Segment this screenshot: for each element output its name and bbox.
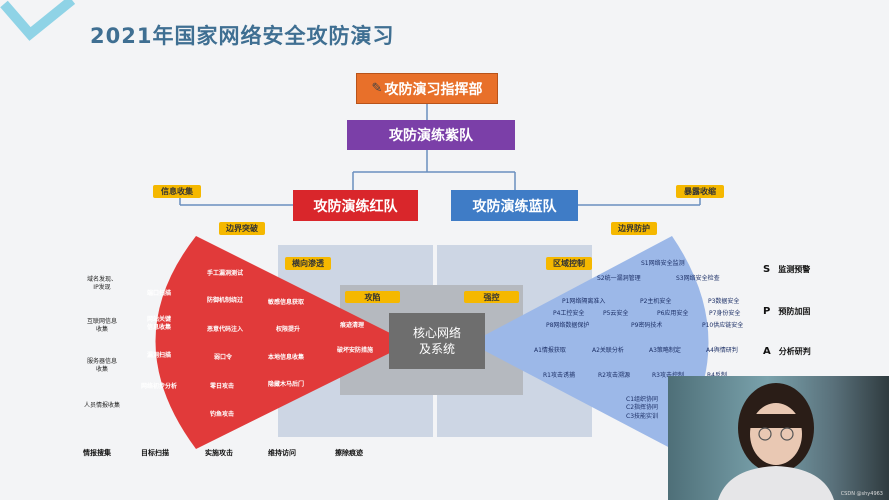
bottom-label: 实施攻击 xyxy=(205,449,233,457)
red-item: 恶意代码注入 xyxy=(207,326,244,333)
bottom-label: 情报搜集 xyxy=(83,449,111,457)
tag-lateral: 横向渗透 xyxy=(285,257,331,270)
bottom-label: 目标扫描 xyxy=(141,449,169,457)
red-item: 权限提升 xyxy=(276,326,301,333)
corner-check-decoration xyxy=(0,0,75,41)
red-item: 端口扫描 xyxy=(147,290,172,297)
core-network-box: 核心网络 及系统 xyxy=(389,313,485,369)
blue-item: S2统一漏洞管理 xyxy=(597,275,641,282)
left-label-internet: 互联网信息收集 xyxy=(86,318,117,333)
blue-item: S1网络安全监测 xyxy=(641,260,685,267)
blue-item: P8网络数据保护 xyxy=(546,322,590,329)
blue-item: A4舆情研判 xyxy=(706,347,738,354)
core-label-line1: 核心网络 xyxy=(412,326,461,340)
red-item: 敏感信息获取 xyxy=(268,299,305,306)
blue-item: A1情报获取 xyxy=(534,347,566,354)
tag-strong-control: 强控 xyxy=(464,291,519,303)
red-attack-fan xyxy=(155,236,410,449)
bottom-label: 维持访问 xyxy=(268,449,296,457)
tag-exposure: 暴露收缩 xyxy=(676,185,724,198)
red-team-box: 攻防演练红队 xyxy=(293,190,418,221)
bottom-label: 擦除痕迹 xyxy=(335,449,363,457)
tag-zone-control: 区域控制 xyxy=(546,257,592,270)
purple-team-box: 攻防演练紫队 xyxy=(347,120,515,150)
left-label-personnel: 人员情报收集 xyxy=(83,402,120,409)
blue-team-box: 攻防演练蓝队 xyxy=(451,190,578,221)
page-title: 2021年国家网络安全攻防演习 xyxy=(90,24,395,48)
blue-defense-fan xyxy=(470,236,709,449)
red-item: 痕迹清理 xyxy=(340,322,365,329)
core-label-line2: 及系统 xyxy=(418,342,455,356)
red-item: 网络初步分析 xyxy=(141,383,178,390)
red-item: 手工漏洞测试 xyxy=(207,270,244,277)
blue-item: P9密码技术 xyxy=(631,322,663,329)
pencil-icon: ✎ xyxy=(371,81,383,96)
tag-attack-sink: 攻陷 xyxy=(345,291,400,303)
blue-item: C3技能实训 xyxy=(626,413,659,420)
red-item: 防御机制绕过 xyxy=(207,297,244,304)
webcam-video-overlay: CSDN @shy4963 xyxy=(668,376,889,500)
red-item: 零日攻击 xyxy=(210,383,235,390)
red-item: 网站关键 xyxy=(147,316,172,323)
blue-item: P1网络隔离准入 xyxy=(562,298,606,305)
blue-item: S3网络安全检查 xyxy=(676,275,720,282)
blue-item: P10供应链安全 xyxy=(702,322,744,329)
blue-item: P5云安全 xyxy=(603,310,629,317)
purple-team-label: 攻防演练紫队 xyxy=(389,128,473,144)
blue-item: C2指挥协同 xyxy=(626,404,659,411)
red-item: 漏洞扫描 xyxy=(147,352,172,359)
red-item: 弱口令 xyxy=(214,354,233,361)
blue-item: C1组织协同 xyxy=(626,396,659,403)
left-label-domain: 域名发现、IP发现 xyxy=(86,276,117,291)
blue-team-label: 攻防演练蓝队 xyxy=(472,198,557,215)
blue-item: P4工控安全 xyxy=(553,310,585,317)
presenter-silhouette-icon xyxy=(718,383,834,500)
blue-item: P6应用安全 xyxy=(657,310,689,317)
tag-border-defense: 边界防护 xyxy=(611,222,657,235)
blue-item: P2主机安全 xyxy=(640,298,672,305)
red-item: 信息收集 xyxy=(147,324,172,331)
blue-item: P3数据安全 xyxy=(708,298,740,305)
red-item: 本地信息收集 xyxy=(268,354,305,361)
left-label-server: 服务器信息收集 xyxy=(86,358,117,373)
red-item: 钓鱼攻击 xyxy=(210,411,235,418)
red-team-label: 攻防演练红队 xyxy=(313,198,398,215)
blue-item: P7身份安全 xyxy=(709,310,741,317)
blue-item: R1攻击诱捕 xyxy=(543,372,575,379)
blue-item: A2关联分析 xyxy=(592,347,624,354)
command-label: 攻防演习指挥部 xyxy=(384,81,483,98)
blue-item: A3策略制定 xyxy=(649,347,681,354)
blue-item: R3攻击控制 xyxy=(652,370,684,379)
blue-item: R2攻击溯源 xyxy=(598,372,630,379)
tag-info-collect: 信息收集 xyxy=(153,185,201,198)
command-box: ✎ 攻防演习指挥部 xyxy=(356,73,498,104)
blue-item: R4反制 xyxy=(707,370,727,379)
red-item: 隐藏木马后门 xyxy=(268,381,305,388)
red-item: 破坏安防措施 xyxy=(337,347,374,354)
tag-border-break: 边界突破 xyxy=(219,222,265,235)
watermark-text: CSDN @shy4963 xyxy=(840,491,883,497)
